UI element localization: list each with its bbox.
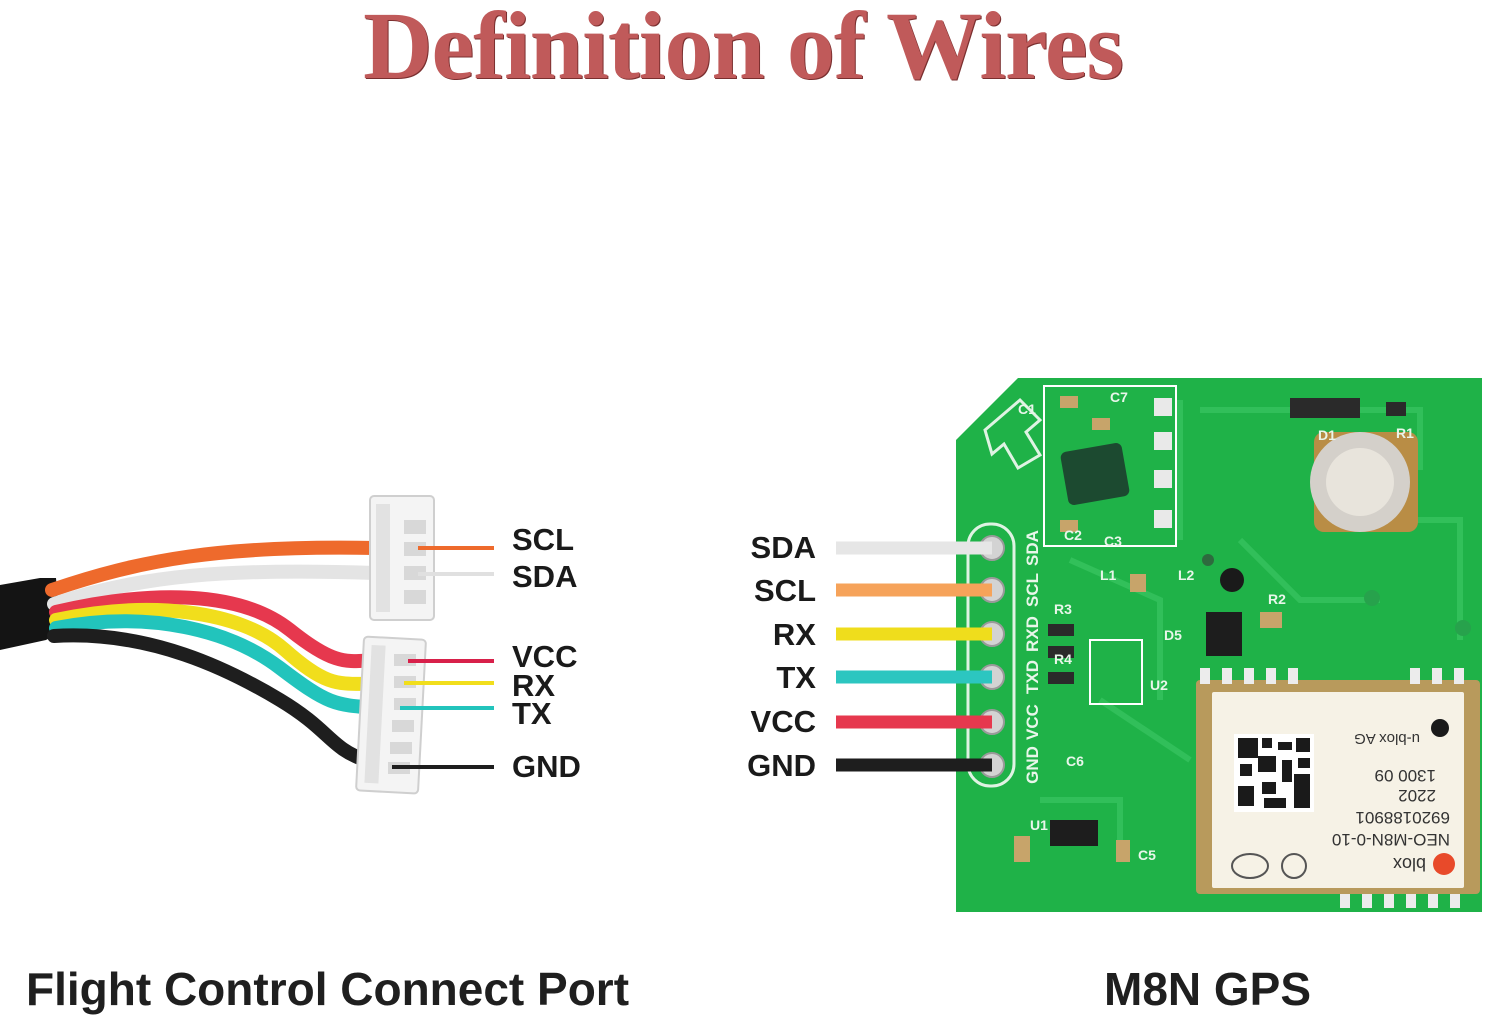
smd-components bbox=[1014, 396, 1471, 862]
silk-c2: C2 bbox=[1064, 527, 1082, 543]
silk-l2: L2 bbox=[1178, 567, 1195, 583]
pcb-pin-rxd: RXD bbox=[1023, 616, 1042, 652]
gps-module: u-blox AG 1300 09 2202 6920188901 NEO-M8… bbox=[1196, 668, 1480, 908]
label-left-scl: SCL bbox=[512, 522, 574, 557]
module-qr bbox=[1234, 734, 1314, 812]
wire-tx bbox=[49, 614, 387, 715]
silk-u1: U1 bbox=[1030, 817, 1048, 833]
module-line-1: 1300 09 bbox=[1375, 766, 1436, 785]
wire-rx bbox=[49, 603, 387, 691]
silk-r2: R2 bbox=[1268, 591, 1286, 607]
arrow-logo bbox=[983, 397, 1043, 471]
silk-d5: D5 bbox=[1164, 627, 1182, 643]
silk-u2: U2 bbox=[1150, 677, 1168, 693]
label-gps-sda: SDA bbox=[751, 530, 816, 565]
module-logo: blox bbox=[1393, 854, 1426, 874]
designators: C7 C1 C2 C3 C5 C6 R1 R2 R3 R4 D1 D5 U1 U… bbox=[1018, 389, 1414, 863]
caption-flight-control: Flight Control Connect Port bbox=[26, 963, 630, 1015]
silk-l1: L1 bbox=[1100, 567, 1117, 583]
module-line-2: 2202 bbox=[1398, 786, 1436, 805]
label-gps-tx: TX bbox=[776, 660, 816, 695]
pcb-pin-txd: TXD bbox=[1023, 660, 1042, 694]
silk-c1: C1 bbox=[1018, 401, 1036, 417]
pcb-pin-vcc: VCC bbox=[1023, 704, 1042, 740]
silk-c6: C6 bbox=[1066, 753, 1084, 769]
module-dot bbox=[1431, 719, 1449, 737]
gps-board: SDA SCL RXD TXD VCC GND C7 C1 C2 C3 C5 C… bbox=[956, 378, 1482, 912]
e4-mark bbox=[1231, 853, 1269, 879]
label-gps-gnd: GND bbox=[747, 748, 816, 783]
flight-control-cable: SCL SDA VCC RX TX GND bbox=[0, 495, 581, 795]
silk-r4: R4 bbox=[1054, 651, 1072, 667]
label-gps-scl: SCL bbox=[754, 573, 816, 608]
silk-r1: R1 bbox=[1396, 425, 1414, 441]
silk-c7: C7 bbox=[1110, 389, 1128, 405]
silk-d1: D1 bbox=[1318, 427, 1336, 443]
module-brand: u-blox AG bbox=[1354, 730, 1420, 747]
wire-vcc bbox=[49, 590, 387, 669]
label-gps-vcc: VCC bbox=[751, 704, 816, 739]
module-pads bbox=[1200, 668, 1464, 908]
label-left-sda: SDA bbox=[512, 559, 577, 594]
label-gps-rx: RX bbox=[773, 617, 816, 652]
label-left-gnd: GND bbox=[512, 749, 581, 784]
gps-wires bbox=[836, 541, 992, 772]
silk-c3: C3 bbox=[1104, 533, 1122, 549]
pcb-pin-sda: SDA bbox=[1023, 530, 1042, 566]
silk-c5: C5 bbox=[1138, 847, 1156, 863]
wire-scl bbox=[45, 540, 382, 597]
sensor-frame bbox=[1043, 385, 1177, 547]
label-left-tx: TX bbox=[512, 696, 552, 731]
connector-top bbox=[369, 495, 435, 621]
page-title: Definition of Wires bbox=[363, 0, 1124, 99]
pb-free-mark bbox=[1281, 853, 1307, 879]
pcb-traces bbox=[1040, 400, 1463, 860]
pin-silkscreen: SDA SCL RXD TXD VCC GND bbox=[1023, 530, 1042, 784]
silk-r3: R3 bbox=[1054, 601, 1072, 617]
wire-gnd bbox=[47, 628, 372, 767]
module-line-3: 6920188901 bbox=[1355, 808, 1450, 827]
compass-chip bbox=[1060, 442, 1130, 506]
backup-battery bbox=[1310, 432, 1418, 532]
cable-jacket bbox=[0, 578, 60, 650]
gps-wire-labels: SDA SCL RX TX VCC GND bbox=[747, 530, 816, 783]
wire-sda bbox=[47, 564, 382, 611]
label-left-vcc: VCC bbox=[512, 639, 577, 674]
label-left-rx: RX bbox=[512, 668, 555, 703]
pcb-pin-gnd: GND bbox=[1023, 746, 1042, 784]
module-line-4: NEO-M8N-0-10 bbox=[1332, 830, 1450, 849]
module-logo-dot bbox=[1433, 853, 1455, 875]
pcb-pin-scl: SCL bbox=[1023, 573, 1042, 607]
caption-gps: M8N GPS bbox=[1104, 963, 1312, 1015]
